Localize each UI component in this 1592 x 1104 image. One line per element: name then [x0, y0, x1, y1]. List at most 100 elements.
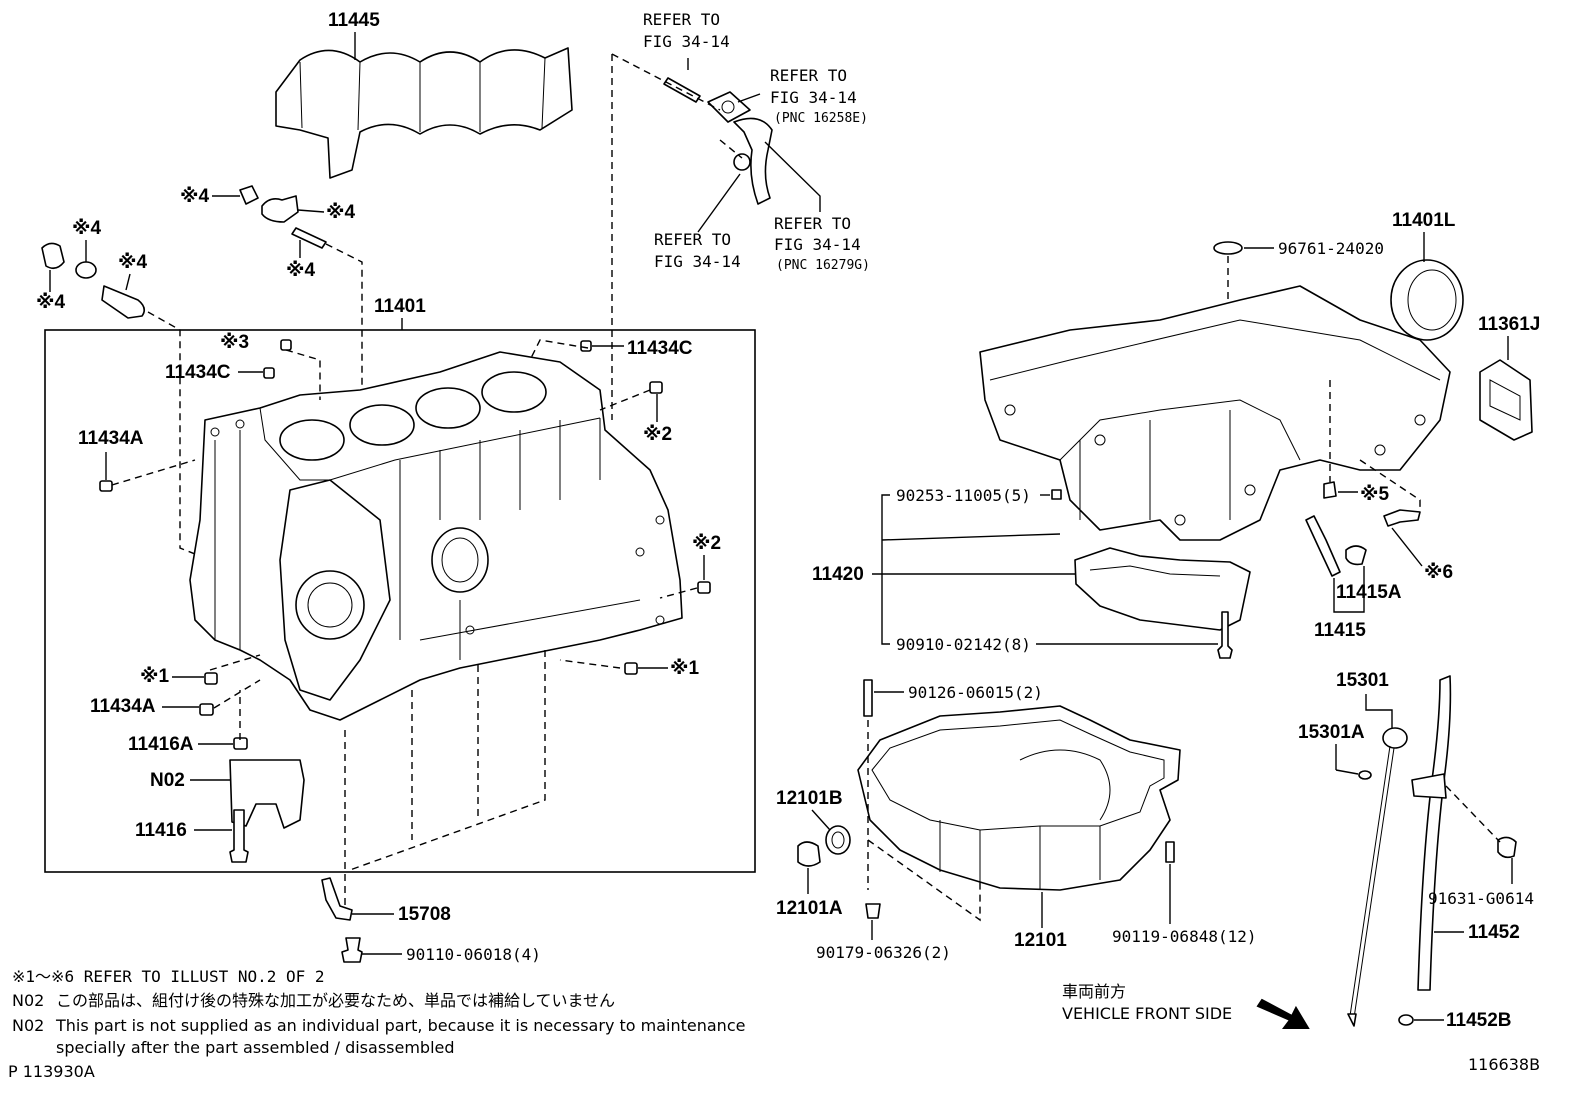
label-15708[interactable]: 15708	[398, 904, 451, 925]
part-11361J-plate	[1479, 359, 1533, 441]
marker-x4-e[interactable]: ※4	[118, 252, 147, 273]
marker-x2-a[interactable]: ※2	[643, 424, 672, 445]
label-90179-06326[interactable]: 90179-06326(2)	[816, 943, 951, 962]
part-90126-stud	[863, 679, 873, 717]
marker-x6[interactable]: ※6	[1424, 562, 1453, 583]
label-90126-06015[interactable]: 90126-06015(2)	[908, 683, 1043, 702]
label-N02[interactable]: N02	[150, 770, 185, 791]
label-11445[interactable]: 11445	[328, 10, 380, 31]
label-11415[interactable]: 11415	[1314, 620, 1366, 641]
refer-label-3a[interactable]: REFER TO	[654, 230, 731, 249]
label-11452[interactable]: 11452	[1468, 922, 1520, 943]
label-11452B[interactable]: 11452B	[1446, 1010, 1512, 1031]
label-11434C-a[interactable]: 11434C	[165, 362, 231, 383]
leader-12101B	[811, 809, 831, 831]
label-12101[interactable]: 12101	[1014, 930, 1067, 951]
vehicle-front-en: VEHICLE FRONT SIDE	[1062, 1004, 1232, 1023]
refer-label-1b[interactable]: FIG 34-14	[643, 32, 730, 51]
part-15301-dipstick	[1347, 727, 1408, 1027]
marker-x5[interactable]: ※5	[1360, 484, 1389, 505]
refer-label-4c[interactable]: (PNC 16279G)	[776, 258, 870, 273]
refer-label-2c[interactable]: (PNC 16258E)	[774, 111, 868, 126]
marker-x2-b[interactable]: ※2	[692, 533, 721, 554]
bracket-11420	[881, 494, 890, 645]
label-96761-24020[interactable]: 96761-24020	[1278, 239, 1384, 258]
note-n02-jp-code: N02	[12, 991, 44, 1010]
part-box-small-parts	[99, 339, 711, 863]
leader-x6	[1391, 527, 1423, 567]
dash-x4-plug	[147, 311, 201, 557]
refer-label-1a[interactable]: REFER TO	[643, 10, 720, 29]
refer-label-4a[interactable]: REFER TO	[774, 214, 851, 233]
dash-x4-stud	[325, 243, 363, 400]
part-x4-fittings	[41, 185, 327, 319]
leader-refer4	[764, 141, 821, 212]
part-15708-sensor	[321, 877, 363, 963]
label-11434A-a[interactable]: 11434A	[78, 428, 144, 449]
part-11415-oil-jet	[1305, 481, 1421, 577]
label-11416A[interactable]: 11416A	[128, 734, 194, 755]
part-stud-top	[663, 77, 773, 205]
refer-label-2a[interactable]: REFER TO	[770, 66, 847, 85]
label-11434C-b[interactable]: 11434C	[627, 338, 693, 359]
note-n02-en-code: N02	[12, 1016, 44, 1035]
leader-11420-b	[881, 533, 1061, 541]
label-11415A[interactable]: 11415A	[1336, 582, 1402, 603]
part-90910-bolt	[1217, 611, 1233, 659]
marker-x3[interactable]: ※3	[220, 332, 249, 353]
bracket-11415	[1333, 566, 1365, 613]
label-11401L[interactable]: 11401L	[1392, 210, 1456, 231]
label-11434A-b[interactable]: 11434A	[90, 696, 156, 717]
vehicle-front-arrow-icon	[1256, 998, 1310, 1029]
label-90253-11005[interactable]: 90253-11005(5)	[896, 486, 1031, 505]
part-90253-pin	[1051, 489, 1062, 500]
label-15301[interactable]: 15301	[1336, 670, 1389, 691]
part-12101-drain	[797, 825, 1175, 919]
footer-illustration-id: P 113930A	[8, 1062, 95, 1081]
label-12101B[interactable]: 12101B	[776, 788, 843, 809]
dash-projections	[111, 330, 698, 905]
marker-x4-c[interactable]: ※4	[286, 260, 315, 281]
label-91631-G0614[interactable]: 91631-G0614	[1428, 889, 1534, 908]
part-11420-crankcase	[979, 285, 1451, 631]
label-12101A[interactable]: 12101A	[776, 898, 843, 919]
part-11401L-seal	[1390, 259, 1464, 341]
note-n02-en-1: This part is not supplied as an individu…	[55, 1016, 745, 1035]
note-refer-illust: ※1～※6 REFER TO ILLUST NO.2 OF 2	[12, 967, 325, 986]
label-11420[interactable]: 11420	[812, 564, 864, 585]
marker-x4-b[interactable]: ※4	[326, 202, 355, 223]
label-15301A[interactable]: 15301A	[1298, 722, 1365, 743]
note-n02-en-2: specially after the part assembled / dis…	[56, 1038, 455, 1057]
leader-x4-e	[125, 273, 131, 291]
marker-x1-a[interactable]: ※1	[140, 666, 169, 687]
refer-label-2b[interactable]: FIG 34-14	[770, 88, 857, 107]
leader-refer3	[697, 173, 741, 233]
marker-x4-f[interactable]: ※4	[36, 292, 65, 313]
label-90110-06018[interactable]: 90110-06018(4)	[406, 945, 541, 964]
label-11416[interactable]: 11416	[135, 820, 187, 841]
part-96761-o-ring	[1213, 241, 1243, 255]
dash-91631	[1445, 785, 1501, 843]
dash-x6	[1359, 459, 1421, 512]
leader-15301	[1365, 694, 1393, 728]
label-90910-02142[interactable]: 90910-02142(8)	[896, 635, 1031, 654]
refer-label-3b[interactable]: FIG 34-14	[654, 252, 741, 271]
leader-15301A-h	[1335, 769, 1359, 775]
dash-refer-link	[611, 53, 743, 159]
label-11401[interactable]: 11401	[374, 296, 426, 317]
marker-x4-a[interactable]: ※4	[180, 186, 209, 207]
label-90119-06848[interactable]: 90119-06848(12)	[1112, 927, 1257, 946]
note-n02-jp: この部品は、組付け後の特殊な加工が必要なため、単品では補給していません	[56, 991, 615, 1010]
footer-drawing-id: 116638B	[1468, 1055, 1540, 1074]
group-box-11401	[44, 329, 756, 873]
marker-x1-b[interactable]: ※1	[670, 658, 699, 679]
part-11452-guide	[1398, 675, 1517, 1026]
label-11361J[interactable]: 11361J	[1478, 314, 1540, 335]
leader-x4-b	[297, 209, 325, 213]
dash-90179	[867, 839, 981, 922]
vehicle-front-jp: 車両前方	[1062, 982, 1126, 1001]
marker-x4-d[interactable]: ※4	[72, 218, 101, 239]
refer-label-4b[interactable]: FIG 34-14	[774, 235, 861, 254]
